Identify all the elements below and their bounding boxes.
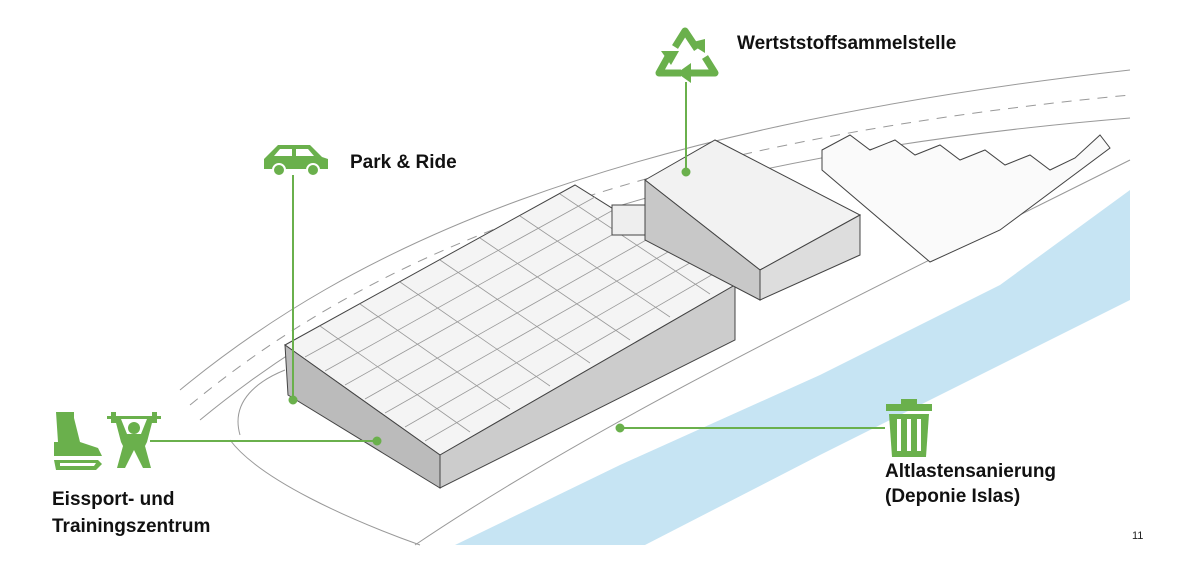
ice-skate-icon xyxy=(54,412,102,470)
recycling-label: Wertststoffsammelstelle xyxy=(737,33,957,54)
landfill-label-line2: (Deponie Islas) xyxy=(885,486,1021,507)
page-number: 11 xyxy=(1132,530,1144,542)
main-building xyxy=(284,184,736,489)
recycle-icon xyxy=(655,27,719,83)
ice-sport-label-line2: Trainingszentrum xyxy=(52,516,211,537)
car-icon xyxy=(264,145,328,177)
ice-sport-label-line1: Eissport- und xyxy=(52,489,175,510)
park-ride-label: Park & Ride xyxy=(350,152,457,173)
weightlifter-icon xyxy=(107,412,161,468)
connector-lines xyxy=(150,82,885,446)
river xyxy=(455,190,1130,545)
recycling-hall xyxy=(644,139,862,301)
stepped-building xyxy=(821,134,1111,263)
landfill-label-line1: Altlastensanierung xyxy=(885,461,1057,482)
trash-icon xyxy=(886,399,932,457)
